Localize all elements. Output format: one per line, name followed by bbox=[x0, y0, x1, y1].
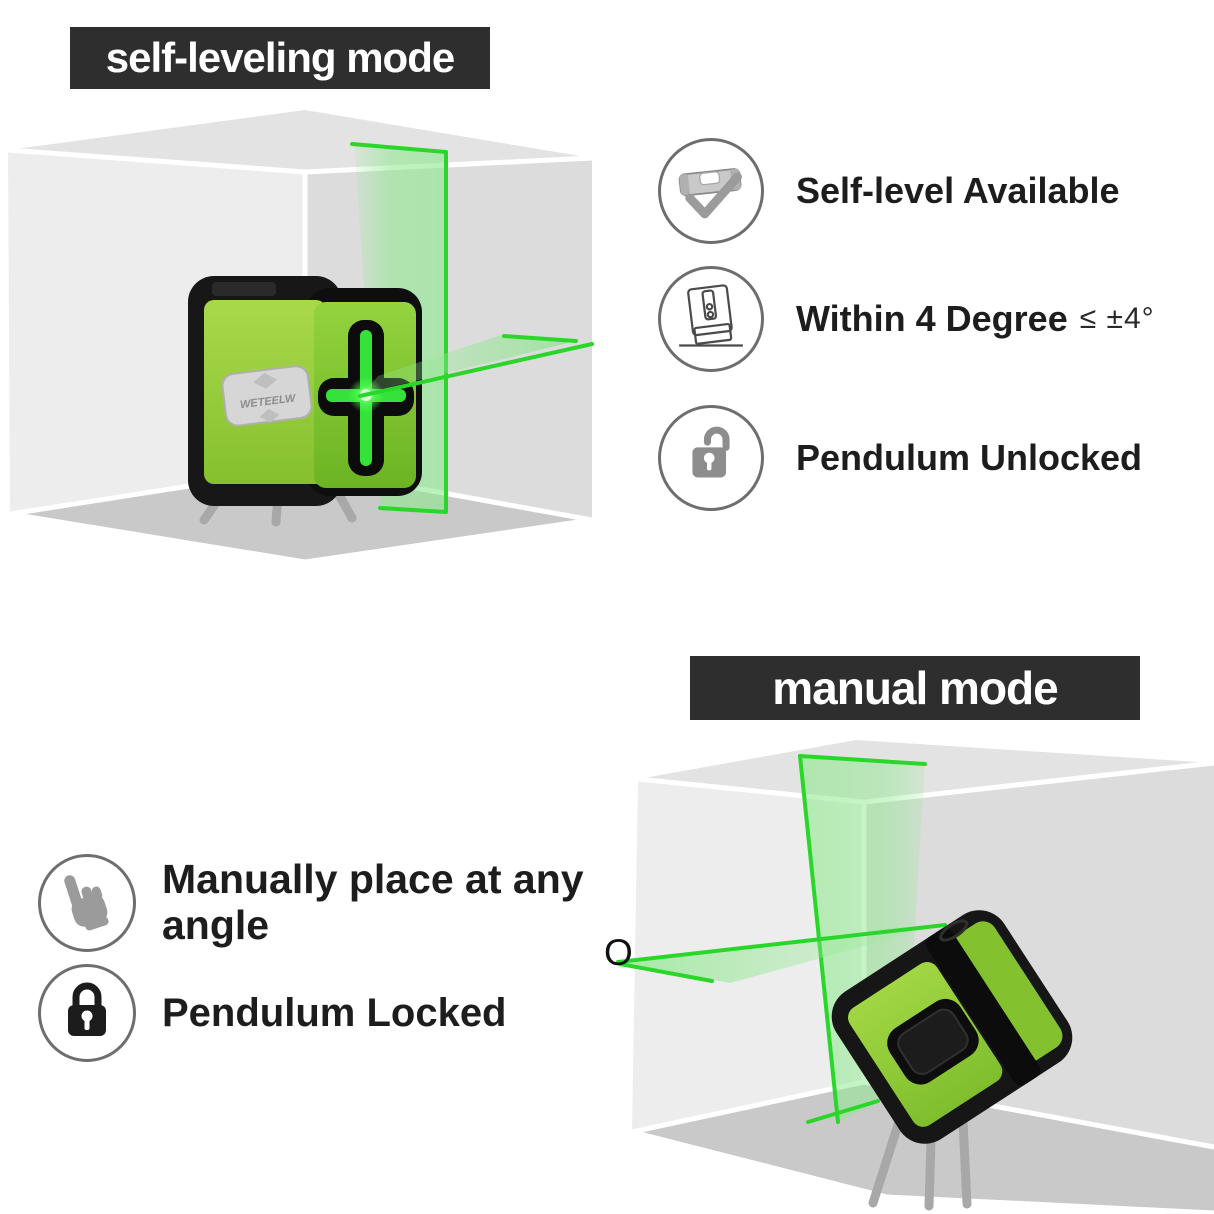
scene-self-leveling: WETEELW bbox=[8, 110, 594, 565]
laser-marker-o: O bbox=[604, 932, 633, 973]
feature-label: Pendulum Locked bbox=[162, 990, 507, 1035]
device-brand-badge: WETEELW bbox=[221, 365, 313, 427]
feature-label: Self-level Available bbox=[796, 170, 1120, 211]
horizontal-laser-beam bbox=[616, 923, 947, 983]
level-check-icon bbox=[658, 138, 764, 244]
feature-manually-place: Manually place at any angle bbox=[38, 854, 602, 952]
feature-label: Within 4 Degree bbox=[796, 298, 1068, 339]
padlock-unlocked-icon bbox=[658, 405, 764, 511]
padlock-locked-icon bbox=[38, 964, 136, 1062]
feature-pendulum-locked: Pendulum Locked bbox=[38, 964, 507, 1062]
degree-tolerance: ≤ ±4° bbox=[1079, 302, 1155, 335]
banner-self-leveling-mode: self-leveling mode bbox=[70, 27, 490, 89]
feature-label: Pendulum Unlocked bbox=[796, 437, 1143, 478]
horizontal-laser-beam bbox=[358, 334, 594, 398]
feature-pendulum-unlocked: Pendulum Unlocked bbox=[658, 405, 1142, 511]
scene-manual bbox=[616, 740, 1214, 1214]
feature-label: Manually place at any angle bbox=[162, 856, 584, 948]
feature-self-level-available: Self-level Available bbox=[658, 138, 1120, 244]
hand-point-icon bbox=[38, 854, 136, 952]
banner-manual-mode: manual mode bbox=[690, 656, 1140, 720]
laser-device-tilted bbox=[831, 910, 1073, 1144]
feature-within-4-degree: Within 4 Degree ≤ ±4° bbox=[658, 266, 1155, 372]
tilt-device-icon bbox=[658, 266, 764, 372]
